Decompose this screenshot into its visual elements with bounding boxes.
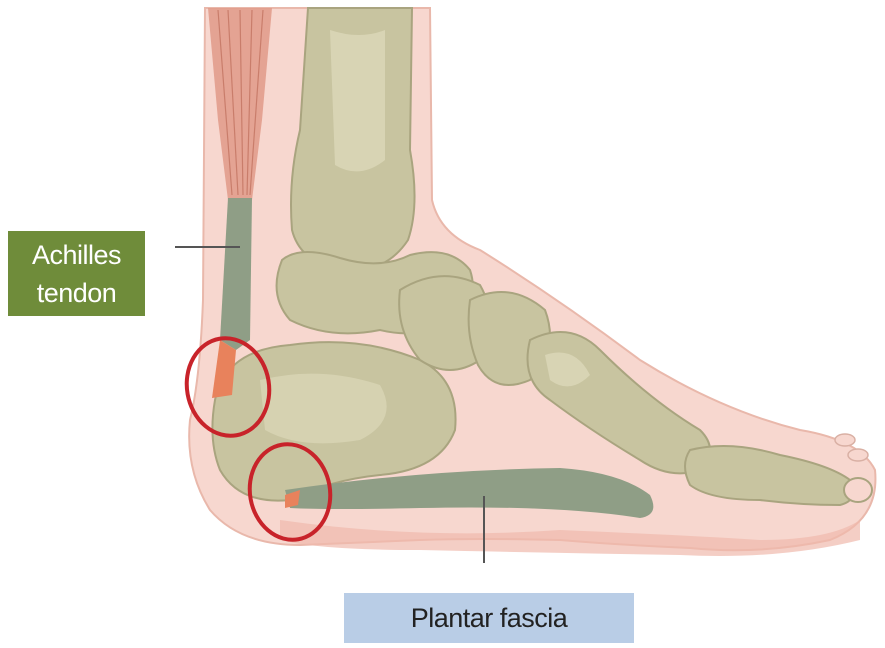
achilles-label-line1: Achilles [32,236,121,274]
calcaneus-highlight [260,374,387,444]
achilles-label-line2: tendon [37,274,117,312]
tibia-highlight [330,30,385,171]
big-toe-tip [844,478,872,502]
achilles-tendon-label: Achilles tendon [8,231,145,316]
plantar-fascia-label: Plantar fascia [344,593,634,643]
plantar-label-text: Plantar fascia [411,599,568,637]
